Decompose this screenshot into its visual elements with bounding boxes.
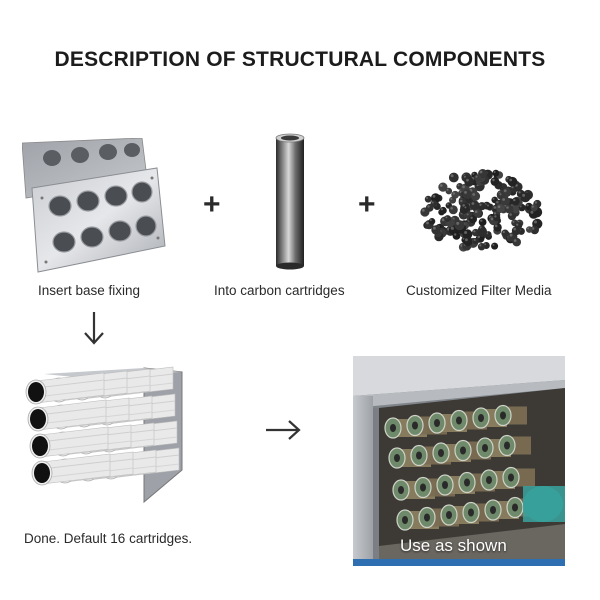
arrow-down-icon [84, 312, 104, 345]
cartridge-caption: Into carbon cartridges [214, 283, 345, 298]
pellet [478, 225, 486, 233]
pellet [431, 225, 441, 235]
installed-cartridge [494, 404, 527, 427]
pellet [490, 177, 500, 186]
pellet [445, 187, 453, 195]
pellet [425, 203, 434, 212]
pellet [493, 214, 501, 222]
filter-media-image [420, 169, 543, 252]
cartridge [31, 453, 111, 486]
pellet [444, 215, 452, 223]
pellet [473, 209, 482, 218]
cartridge [29, 426, 109, 459]
pellet [449, 196, 457, 204]
pellet [511, 226, 521, 236]
pellet [470, 191, 481, 201]
assembled-cartridges-image [25, 366, 183, 504]
plus-sign-2: + [358, 188, 376, 221]
pellet [428, 218, 436, 225]
pellet [512, 237, 521, 247]
pellet [452, 232, 461, 240]
pellet [462, 189, 472, 199]
pellet [504, 204, 514, 214]
pellet [454, 220, 465, 231]
carbon-cartridge-image [275, 133, 305, 270]
pellet [492, 169, 500, 177]
pellet [485, 203, 493, 210]
pellet [477, 243, 486, 251]
pellet [474, 174, 482, 182]
pellet [463, 236, 473, 247]
page-title: DESCRIPTION OF STRUCTURAL COMPONENTS [54, 48, 546, 71]
pellet [448, 205, 458, 215]
media-caption: Customized Filter Media [406, 283, 552, 298]
pellet [520, 192, 531, 203]
pellet [463, 205, 470, 212]
photo-label: Use as shown [400, 536, 507, 555]
pellet [500, 196, 510, 206]
pellet [472, 237, 480, 245]
installed-unit-photo [353, 356, 565, 566]
base-plate-image [22, 138, 166, 273]
base-caption: Insert base fixing [38, 283, 141, 298]
pellet [507, 176, 518, 187]
pellet [491, 242, 499, 250]
pellet [439, 206, 447, 215]
done-caption: Done. Default 16 cartridges. [24, 531, 193, 546]
pellet [530, 204, 538, 212]
pellet [511, 197, 520, 206]
pellet [478, 218, 487, 226]
pellet [424, 195, 432, 203]
arrow-right-icon [266, 420, 301, 440]
cartridge [27, 399, 107, 432]
installed-cartridge [498, 434, 531, 457]
pellet [448, 172, 459, 183]
plus-sign-1: + [203, 188, 221, 221]
pellet [526, 226, 533, 233]
pellet [464, 177, 474, 187]
pellet [501, 229, 509, 238]
cartridge [25, 372, 105, 405]
installed-cartridge [502, 466, 535, 489]
